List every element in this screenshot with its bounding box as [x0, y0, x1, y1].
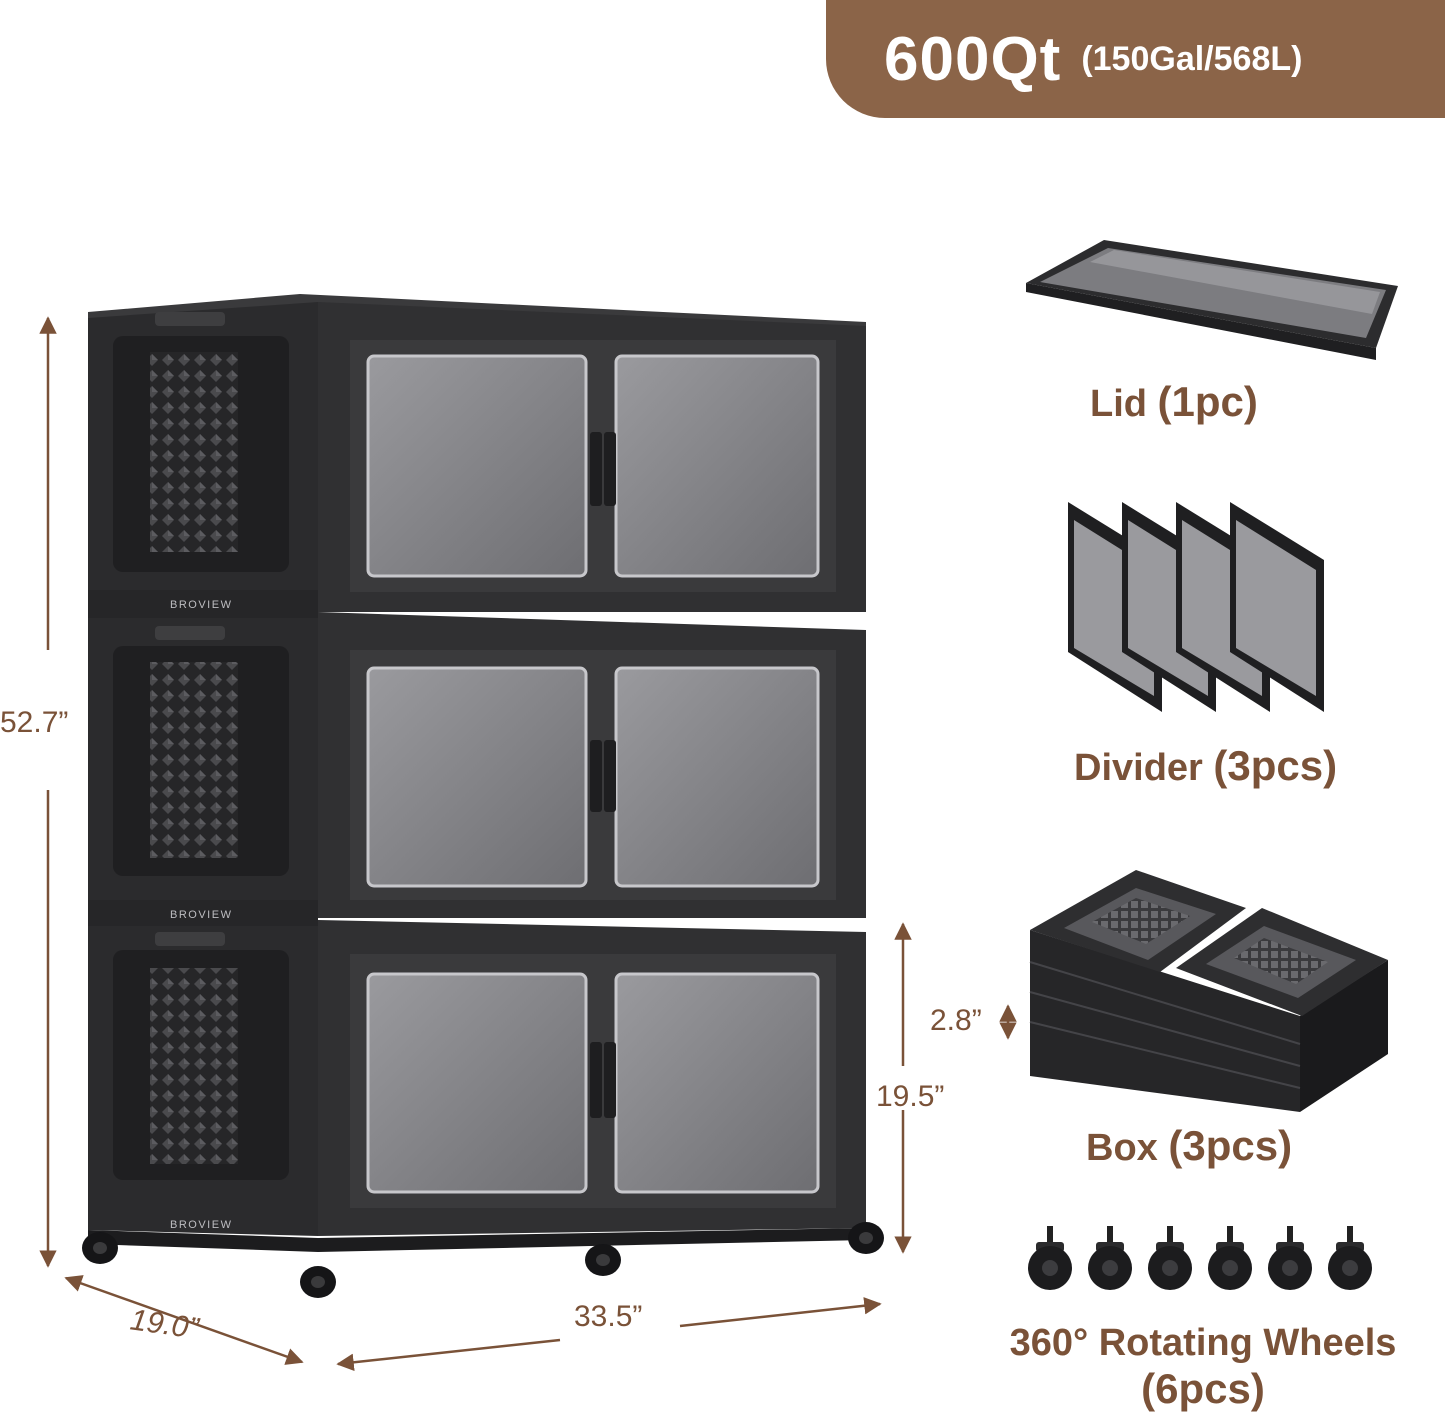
width-dimension: 33.5” [574, 1300, 643, 1333]
folded-height-dimension: 2.8” [930, 1004, 982, 1037]
dimension-arrows [39, 316, 1017, 1372]
cabinet-tier-top [88, 302, 866, 612]
capacity-gallons-liters: (150Gal/568L) [1081, 39, 1303, 78]
folded-box-illustration [1029, 870, 1388, 1112]
brand-logo-middle: BROVIEW [170, 909, 232, 921]
cabinet-tier-bottom [88, 900, 866, 1236]
brand-logo-bottom: BROVIEW [170, 1219, 232, 1231]
capacity-badge: 600Qt (150Gal/568L) [826, 0, 1445, 118]
wheels-label: 360° Rotating Wheels (6pcs) [1009, 1322, 1397, 1412]
storage-cabinet [82, 294, 884, 1298]
box-height-dimension: 19.5” [876, 1080, 945, 1113]
box-label: Box (3pcs) [1086, 1122, 1293, 1169]
divider-illustration [1068, 502, 1324, 712]
height-dimension: 52.7” [0, 706, 69, 739]
capacity-quarts: 600Qt [884, 24, 1062, 94]
lid-illustration [1026, 240, 1398, 360]
lid-label: Lid (1pc) [1090, 378, 1258, 425]
wheels-illustration [1028, 1226, 1372, 1290]
cabinet-tier-middle [88, 590, 866, 918]
divider-label: Divider (3pcs) [1074, 742, 1338, 789]
brand-logo-top: BROVIEW [170, 599, 232, 611]
